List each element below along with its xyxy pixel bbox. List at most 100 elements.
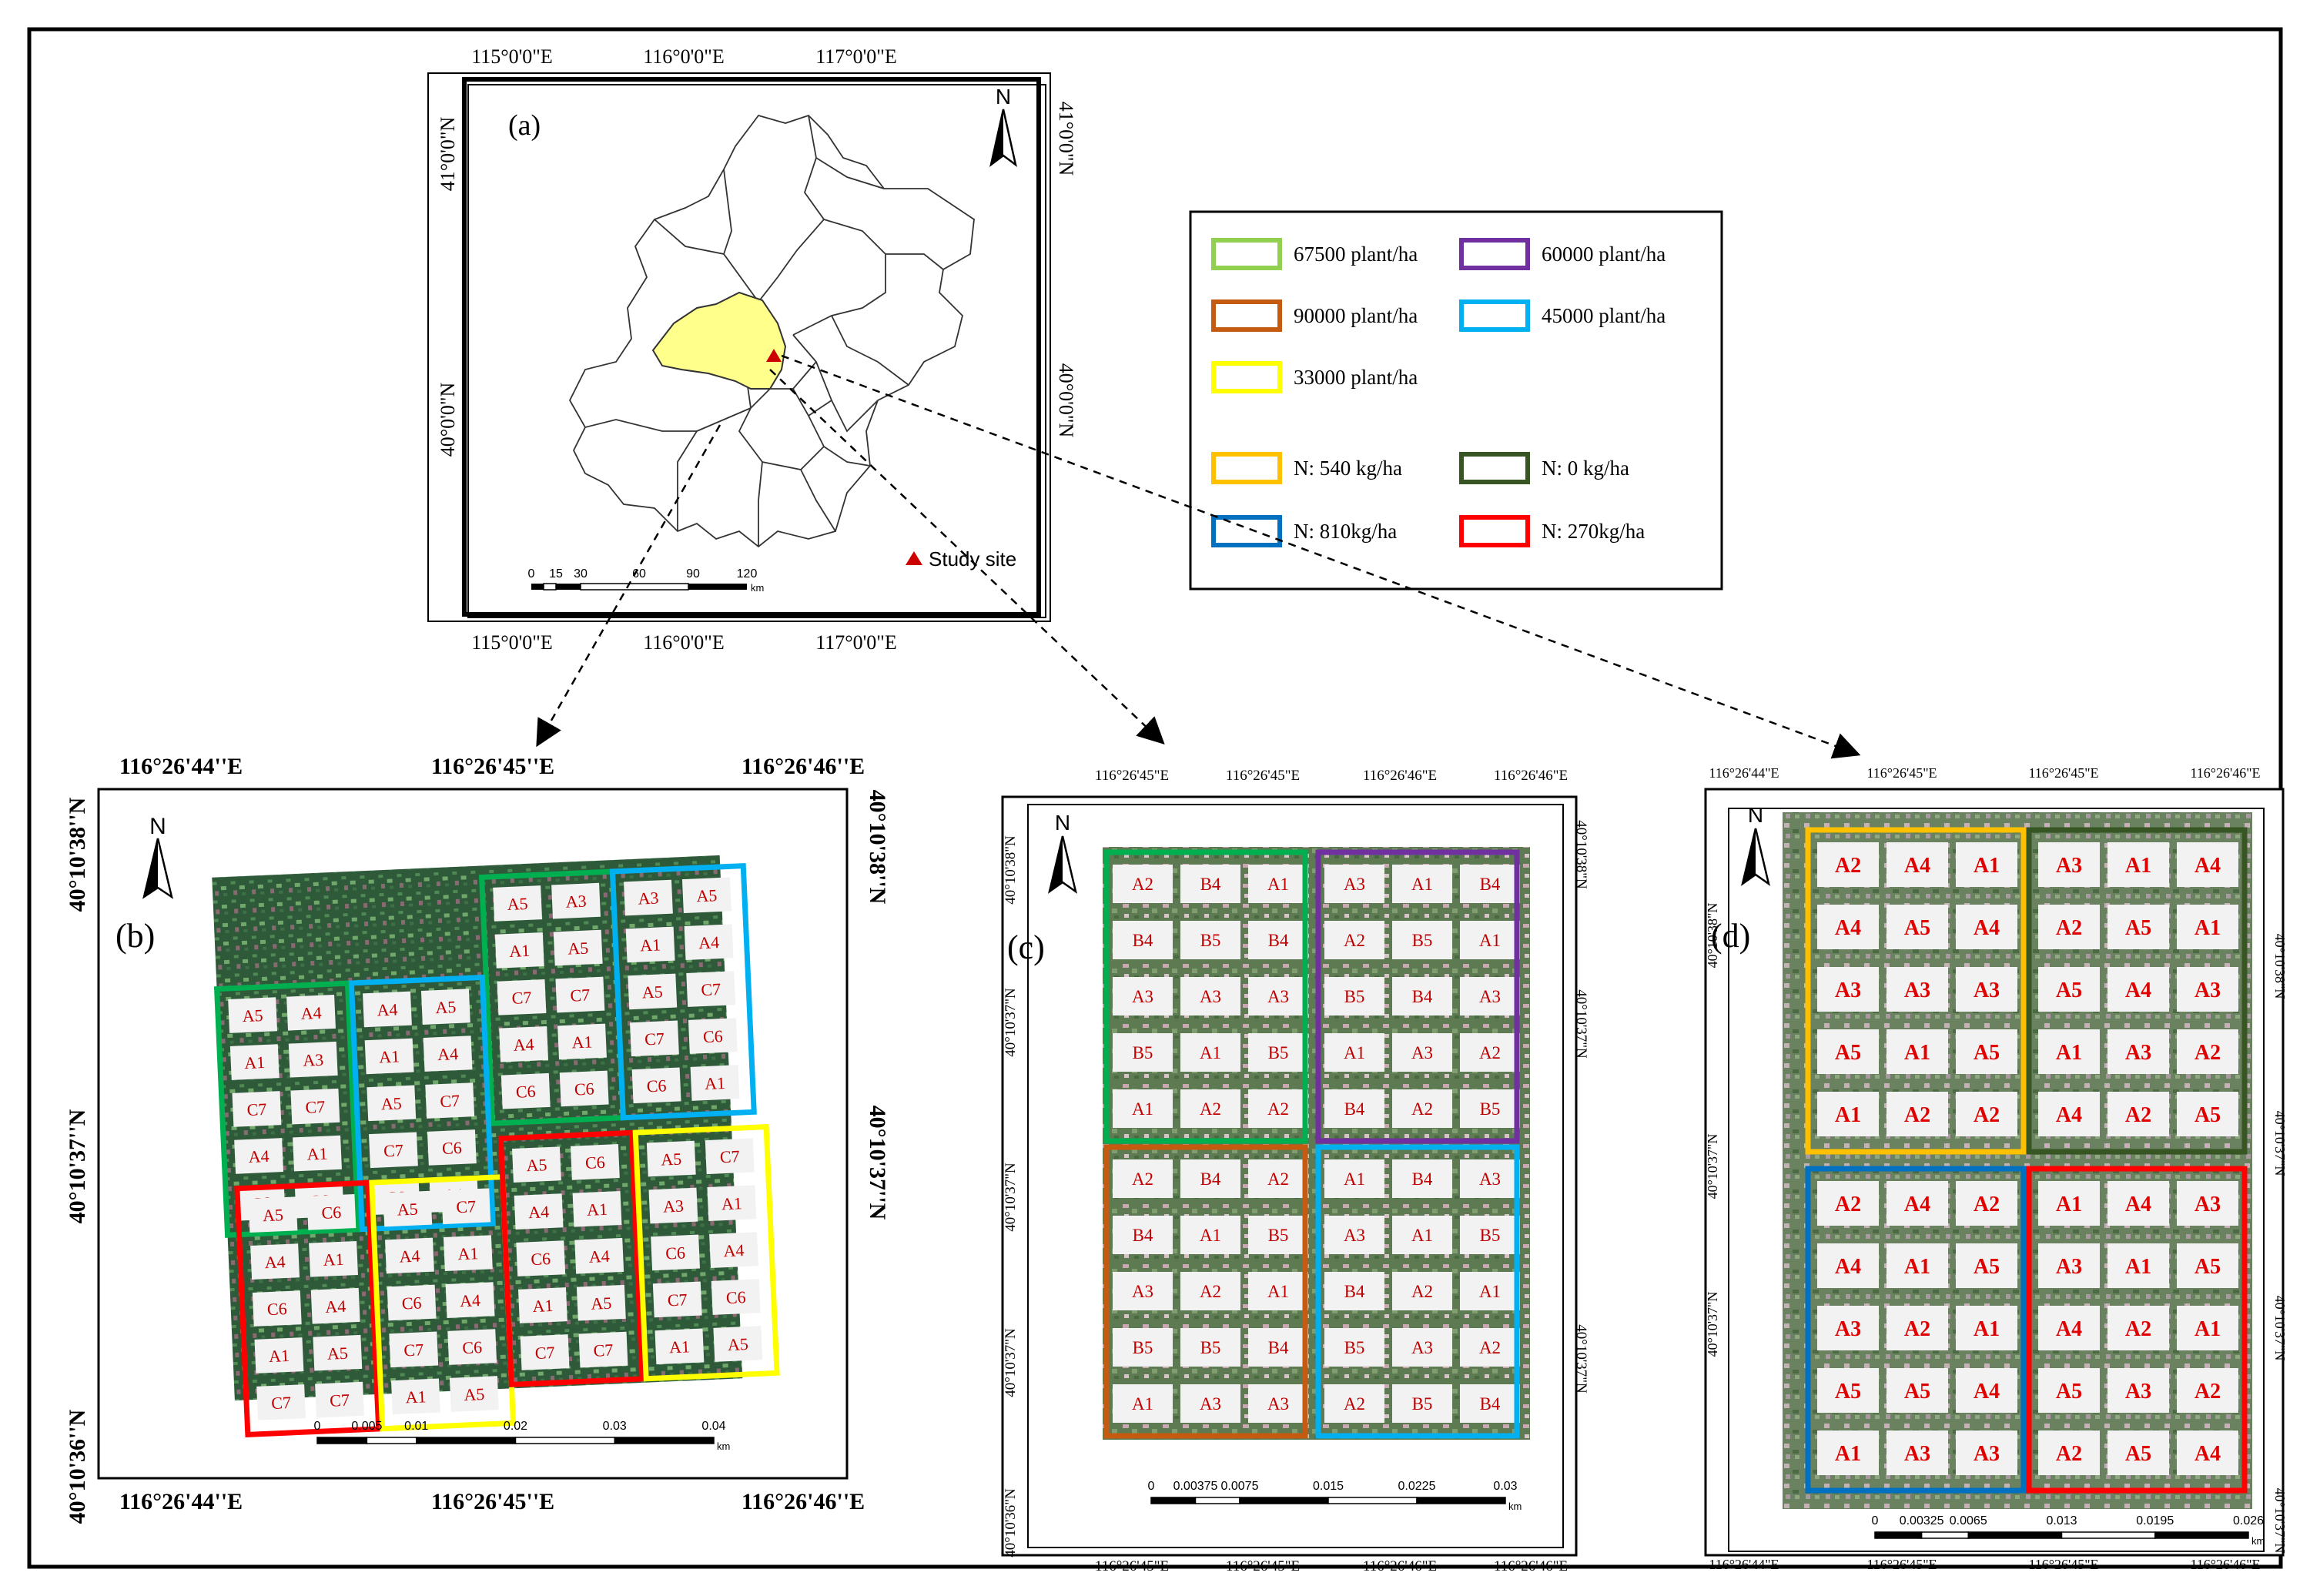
plot-cell [383,1190,433,1227]
north-label: N [1748,803,1763,827]
plot-label: A2 [2194,1041,2221,1065]
scale-unit: km [1508,1501,1522,1512]
panel-d-lon-bottom: 116°26'46"E [2190,1557,2260,1572]
plot-label: A1 [1267,1282,1289,1301]
plot-label: C6 [585,1153,606,1173]
plot-cell [1886,1430,1948,1475]
legend-item-label: N: 270kg/ha [1542,520,1645,543]
plot-label: B5 [1344,1338,1365,1357]
plot-label: A4 [1835,916,1861,940]
plot-cell [1886,842,1948,887]
plot-label: A4 [2056,1103,2082,1127]
plot-label: A1 [1267,875,1289,894]
legend-swatch [1211,452,1282,484]
plot-label: A1 [1904,1041,1930,1065]
plot-label: A4 [377,999,398,1019]
plot-label: B5 [1133,1043,1153,1062]
plot-cell [306,1194,357,1230]
plot-cell [574,1237,624,1274]
plot-label: C6 [401,1293,422,1313]
plot-label: A5 [262,1205,283,1225]
scale-tick: 0.02 [504,1420,527,1433]
plot-cell [514,1193,564,1230]
plot-cell [572,1190,622,1227]
plot-cell [2177,1181,2238,1226]
plot-label: C6 [531,1249,551,1269]
plot-label: A3 [1132,987,1153,1006]
plot-cell [624,879,673,916]
plot-label: C6 [266,1299,287,1319]
panel-b-lon-bottom: 116°26'45''E [431,1489,554,1514]
plot-label: C7 [511,988,532,1008]
plot-cell [1956,1368,2017,1413]
plot-cell [369,1132,418,1169]
plot-label: A5 [2125,916,2151,940]
plot-label: A3 [1904,1442,1930,1466]
plot-label: A1 [1344,1043,1365,1062]
plot-cell [1180,1384,1240,1423]
treatment-outline [348,974,496,1233]
plot-cell [1886,1243,1948,1288]
plot-label: A2 [2125,1317,2151,1341]
plot-label: C7 [246,1099,267,1119]
plot-cell [1956,1092,2017,1136]
plot-label: A5 [2125,1442,2151,1466]
scale-tick: 0 [528,567,535,581]
plot-cell [2038,905,2100,949]
plot-label: A4 [1974,1380,2000,1404]
plot-label: A4 [513,1035,534,1055]
plot-cell [1324,1089,1384,1128]
plot-cell [1817,1092,1879,1136]
plot-label: A1 [405,1387,427,1407]
plot-label: C7 [701,979,721,999]
plot-label: A1 [532,1296,554,1316]
study-site-marker-icon [766,349,782,362]
plot-cell [1324,1033,1384,1072]
treatment-outline [1103,849,1308,1144]
plot-cell [1113,1033,1173,1072]
plot-label: A3 [1479,1169,1501,1189]
legend-item: N: 810kg/ha [1211,515,1397,547]
plot-label: A3 [662,1196,684,1216]
panel-b-lat-right: 40°10'38''N [865,790,890,905]
scale-tick: 0.0225 [1398,1480,1436,1493]
plot-cell [1460,865,1520,903]
scale-tick: 0 [1872,1514,1879,1527]
plot-label: C7 [667,1290,688,1310]
plot-cell [441,1188,491,1225]
panel-c-lon-bottom: 116°26'45"E [1095,1558,1169,1574]
plot-cell [1248,977,1308,1015]
plot-label: A5 [242,1005,263,1026]
plot-cell [1460,1089,1520,1128]
plot-cell [313,1334,363,1371]
plot-label: B5 [1268,1226,1289,1245]
panel-d-lon-top: 116°26'45"E [1866,765,1937,781]
plot-label: C6 [442,1138,463,1158]
plot-label: A5 [507,894,528,914]
plot-label: A1 [1132,1099,1153,1119]
panel-c-lon-top: 116°26'46"E [1363,768,1437,784]
plot-cell [1113,1272,1173,1310]
plot-cell [553,929,603,966]
plot-cell [1324,977,1384,1015]
plot-label: A1 [2056,1193,2082,1216]
panel-b-lon-bottom: 116°26'46''E [742,1489,865,1514]
plot-cell [500,1072,551,1109]
plot-cell [288,1041,338,1078]
plot-cell [2177,1430,2238,1475]
scale-tick: 0.03 [1493,1480,1517,1493]
plot-cell [1817,842,1879,887]
panel-c-inner-frame [1027,804,1564,1548]
plot-label: A5 [696,885,718,905]
plot-cell [1392,1272,1452,1310]
plot-label: B4 [1344,1282,1365,1301]
plot-cell [1248,1089,1308,1128]
plot-label: B4 [1133,931,1153,950]
plot-cell [1180,865,1240,903]
plot-cell [516,1240,566,1276]
plot-label: A1 [1200,1043,1221,1062]
